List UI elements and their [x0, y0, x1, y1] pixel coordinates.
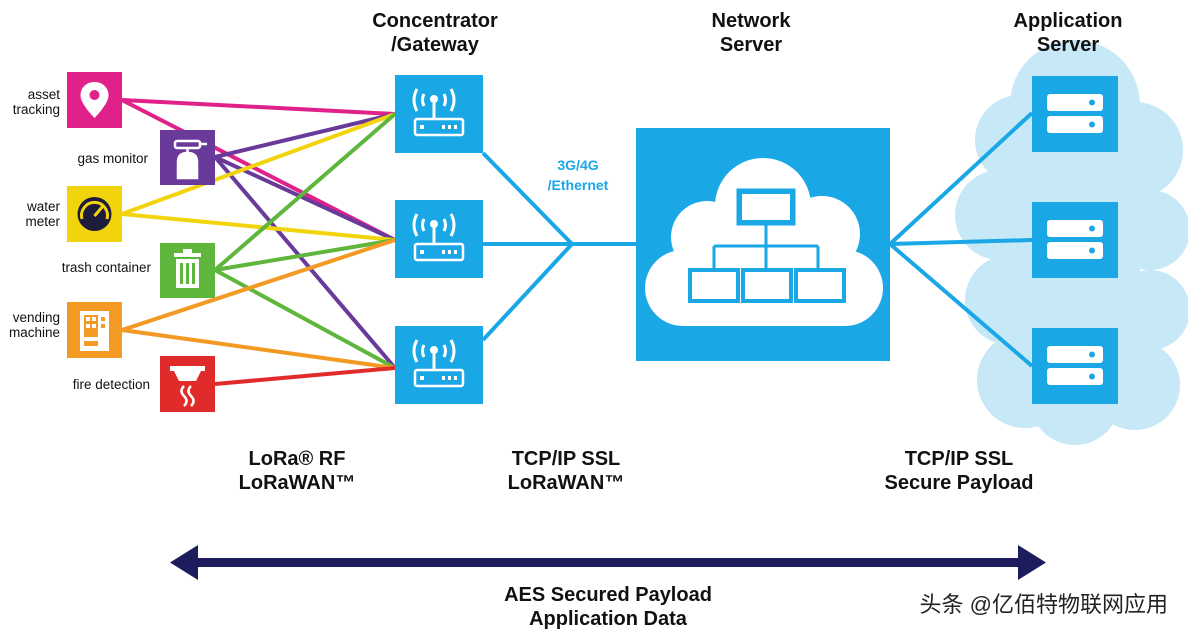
- tcp2-label-line1: TCP/IP SSL: [905, 448, 1014, 470]
- gateways: [395, 75, 483, 404]
- vending-machine-icon: [80, 311, 109, 351]
- arrow-label-line2: Application Data: [529, 608, 688, 630]
- backhaul-link-3: [481, 242, 574, 342]
- gateway-2: [395, 200, 483, 278]
- smoke-detector-icon: [170, 366, 205, 407]
- gateway-router-icon: [412, 339, 465, 388]
- device-asset-tracking: asset tracking: [13, 72, 122, 128]
- backhaul-link-1: [481, 151, 574, 246]
- trash-can-icon: [174, 249, 201, 288]
- rf-link: [213, 155, 397, 370]
- rf-link: [121, 98, 396, 242]
- server-icon: [1047, 94, 1103, 133]
- device-label-line1: fire detection: [73, 377, 150, 392]
- network-header-line1: Network: [712, 10, 792, 32]
- rf-link: [121, 112, 396, 216]
- network-server: [636, 128, 890, 361]
- gateway-header-line1: Concentrator: [372, 10, 498, 32]
- watermark: 头条 @亿佰特物联网应用: [920, 592, 1168, 617]
- device-trash-container: trash container: [62, 243, 215, 298]
- device-label-line1: water: [26, 199, 61, 214]
- application-server-1: [1032, 76, 1118, 152]
- rf-link: [213, 112, 397, 272]
- tcp1-label-line1: TCP/IP SSL: [512, 448, 621, 470]
- rf-links: [121, 98, 397, 386]
- app-link-3: [888, 242, 1034, 368]
- cloud-network-icon: [645, 158, 883, 326]
- rf-link: [121, 238, 396, 332]
- device-water-meter: water meter: [25, 186, 122, 242]
- network-header-line2: Server: [720, 34, 782, 56]
- gateway-router-icon: [412, 88, 465, 137]
- device-gas-monitor: gas monitor: [77, 130, 215, 185]
- rf-link: [121, 328, 396, 370]
- application-server-2: [1032, 202, 1118, 278]
- rf-link: [214, 366, 396, 386]
- app-header-line2: Server: [1037, 34, 1099, 56]
- link-label-line2: /Ethernet: [548, 177, 609, 193]
- device-label-line2: tracking: [13, 102, 60, 117]
- device-label-line2: meter: [25, 214, 60, 229]
- aes-arrow: [170, 545, 1046, 580]
- device-label-line1: trash container: [62, 260, 152, 275]
- location-pin-icon: [80, 82, 109, 118]
- rf-link: [214, 112, 396, 159]
- device-label-line1: vending: [13, 310, 60, 325]
- backhaul-links: [481, 151, 636, 342]
- rf-link: [214, 238, 396, 272]
- gateway-header-line2: /Gateway: [391, 34, 480, 56]
- app-links: [888, 111, 1034, 368]
- server-icon: [1047, 346, 1103, 385]
- rf-link: [121, 212, 396, 242]
- gateway-router-icon: [412, 213, 465, 262]
- tcp2-label-line2: Secure Payload: [885, 472, 1034, 494]
- rf-link: [214, 268, 396, 370]
- device-label-line1: gas monitor: [77, 151, 148, 166]
- application-servers: [1032, 76, 1118, 404]
- gauge-icon: [77, 197, 112, 231]
- gateway-1: [395, 75, 483, 153]
- rf-label-line2: LoRaWAN™: [239, 472, 356, 494]
- gateway-3: [395, 326, 483, 404]
- application-server-3: [1032, 328, 1118, 404]
- device-label-line1: asset: [28, 87, 61, 102]
- server-icon: [1047, 220, 1103, 259]
- rf-link: [121, 98, 396, 116]
- app-link-1: [888, 111, 1034, 246]
- arrow-label-line1: AES Secured Payload: [504, 584, 712, 606]
- device-fire-detection: fire detection: [73, 356, 215, 412]
- gas-cylinder-icon: [173, 139, 207, 180]
- app-link-2: [889, 238, 1033, 246]
- rf-label-line1: LoRa® RF: [249, 448, 346, 470]
- link-label-line1: 3G/4G: [557, 157, 598, 173]
- device-label-line2: machine: [9, 325, 60, 340]
- tcp1-label-line2: LoRaWAN™: [508, 472, 625, 494]
- app-header-line1: Application: [1014, 10, 1123, 32]
- device-vending-machine: vending machine: [9, 302, 122, 358]
